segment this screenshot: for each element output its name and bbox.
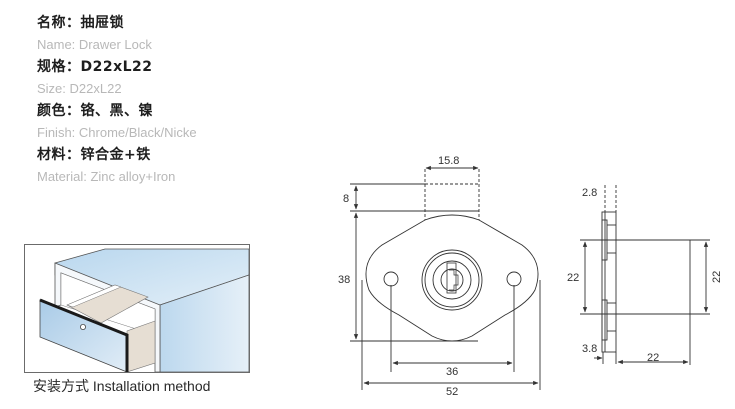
dim-top-width: 15.8: [438, 155, 459, 167]
spec-finish-en: Finish: Chrome/Black/Nicke: [37, 125, 197, 140]
spec-list: 名称：抽屉锁 Name: Drawer Lock 规格：D22xL22 Size…: [37, 12, 197, 188]
dim-hole-spacing: 36: [446, 366, 458, 378]
dim-flange: 3.8: [582, 343, 597, 355]
drawer-illustration-icon: [39, 248, 249, 372]
spec-size-en: Size: D22xL22: [37, 81, 122, 96]
dim-plate-thickness: 2.8: [582, 187, 597, 199]
spec-finish-cn: 颜色：铬、黑、镍: [37, 103, 153, 119]
dim-top-height: 8: [343, 193, 349, 205]
dim-left-height: 22: [567, 272, 579, 284]
side-view: [580, 185, 710, 365]
spec-size-cn: 规格：D22xL22: [37, 59, 153, 75]
dim-height: 38: [338, 274, 350, 286]
spec-material-cn: 材料：锌合金+铁: [37, 147, 151, 163]
installation-caption: 安装方式 Installation method: [33, 378, 211, 394]
dim-length: 22: [647, 352, 659, 364]
installation-illustration: [24, 244, 250, 373]
spec-name-en: Name: Drawer Lock: [37, 37, 152, 52]
front-view: [350, 165, 541, 390]
spec-material-en: Material: Zinc alloy+Iron: [37, 169, 176, 184]
spec-name-cn: 名称：抽屉锁: [37, 15, 124, 31]
dim-right-height: 22: [711, 271, 723, 283]
dim-width: 52: [446, 386, 458, 398]
